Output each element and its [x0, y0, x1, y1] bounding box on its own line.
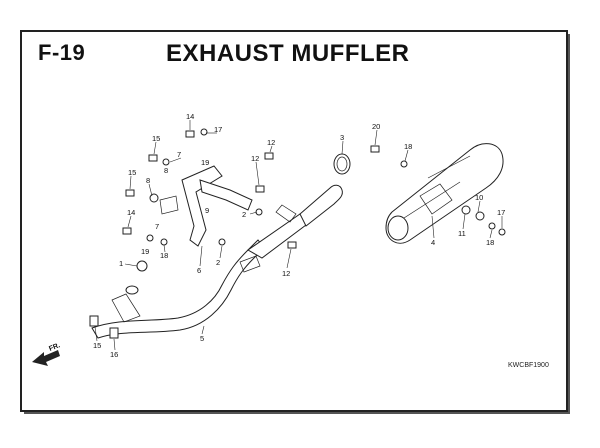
leader-lines	[94, 120, 503, 351]
callout-20: 20	[372, 122, 380, 131]
callout-2: 2	[216, 258, 220, 267]
fasteners	[89, 128, 506, 339]
callout-8: 8	[146, 176, 150, 185]
callout-4: 4	[431, 238, 435, 247]
callout-9: 9	[205, 206, 209, 215]
front-direction-arrow: FR.	[32, 342, 61, 366]
callout-15: 16	[110, 350, 118, 359]
callout-1: 1	[119, 259, 123, 268]
callout-18: 18	[404, 142, 412, 151]
fr-label: FR.	[48, 342, 61, 353]
callout-7: 7	[177, 150, 181, 159]
callout-3: 3	[340, 133, 344, 142]
callout-15: 15	[93, 341, 101, 350]
callout-12: 12	[267, 138, 275, 147]
callout-2: 2	[242, 210, 246, 219]
callout-11: 11	[458, 229, 466, 238]
callout-19: 19	[201, 158, 209, 167]
callout-13: 14	[127, 208, 135, 217]
callout-13: 14	[186, 112, 194, 121]
callout-17: 17	[214, 125, 222, 134]
callout-19: 19	[141, 247, 149, 256]
section-code: F-19	[38, 40, 86, 65]
callout-17: 18	[160, 251, 168, 260]
callout-6: 6	[197, 266, 201, 275]
page-title: EXHAUST MUFFLER	[166, 40, 410, 67]
callout-14: 15	[128, 168, 136, 177]
callout-14: 15	[152, 134, 160, 143]
exhaust-pipe	[91, 184, 343, 339]
callout-labels: 14 15 17 7 19 8 15 8 9 14 7 18 19 1 2 6 …	[93, 112, 505, 359]
diagram-code: KWCBF1900	[508, 362, 549, 369]
muffler-bracket	[159, 165, 253, 247]
muffler-body	[385, 143, 504, 244]
callout-5: 5	[200, 334, 204, 343]
callout-12: 12	[251, 154, 259, 163]
callout-18: 18	[486, 238, 494, 247]
callout-8: 8	[164, 166, 168, 175]
callout-12: 12	[282, 269, 290, 278]
callout-16: 17	[497, 208, 505, 217]
callout-10: 10	[475, 193, 483, 202]
callout-7: 7	[155, 222, 159, 231]
